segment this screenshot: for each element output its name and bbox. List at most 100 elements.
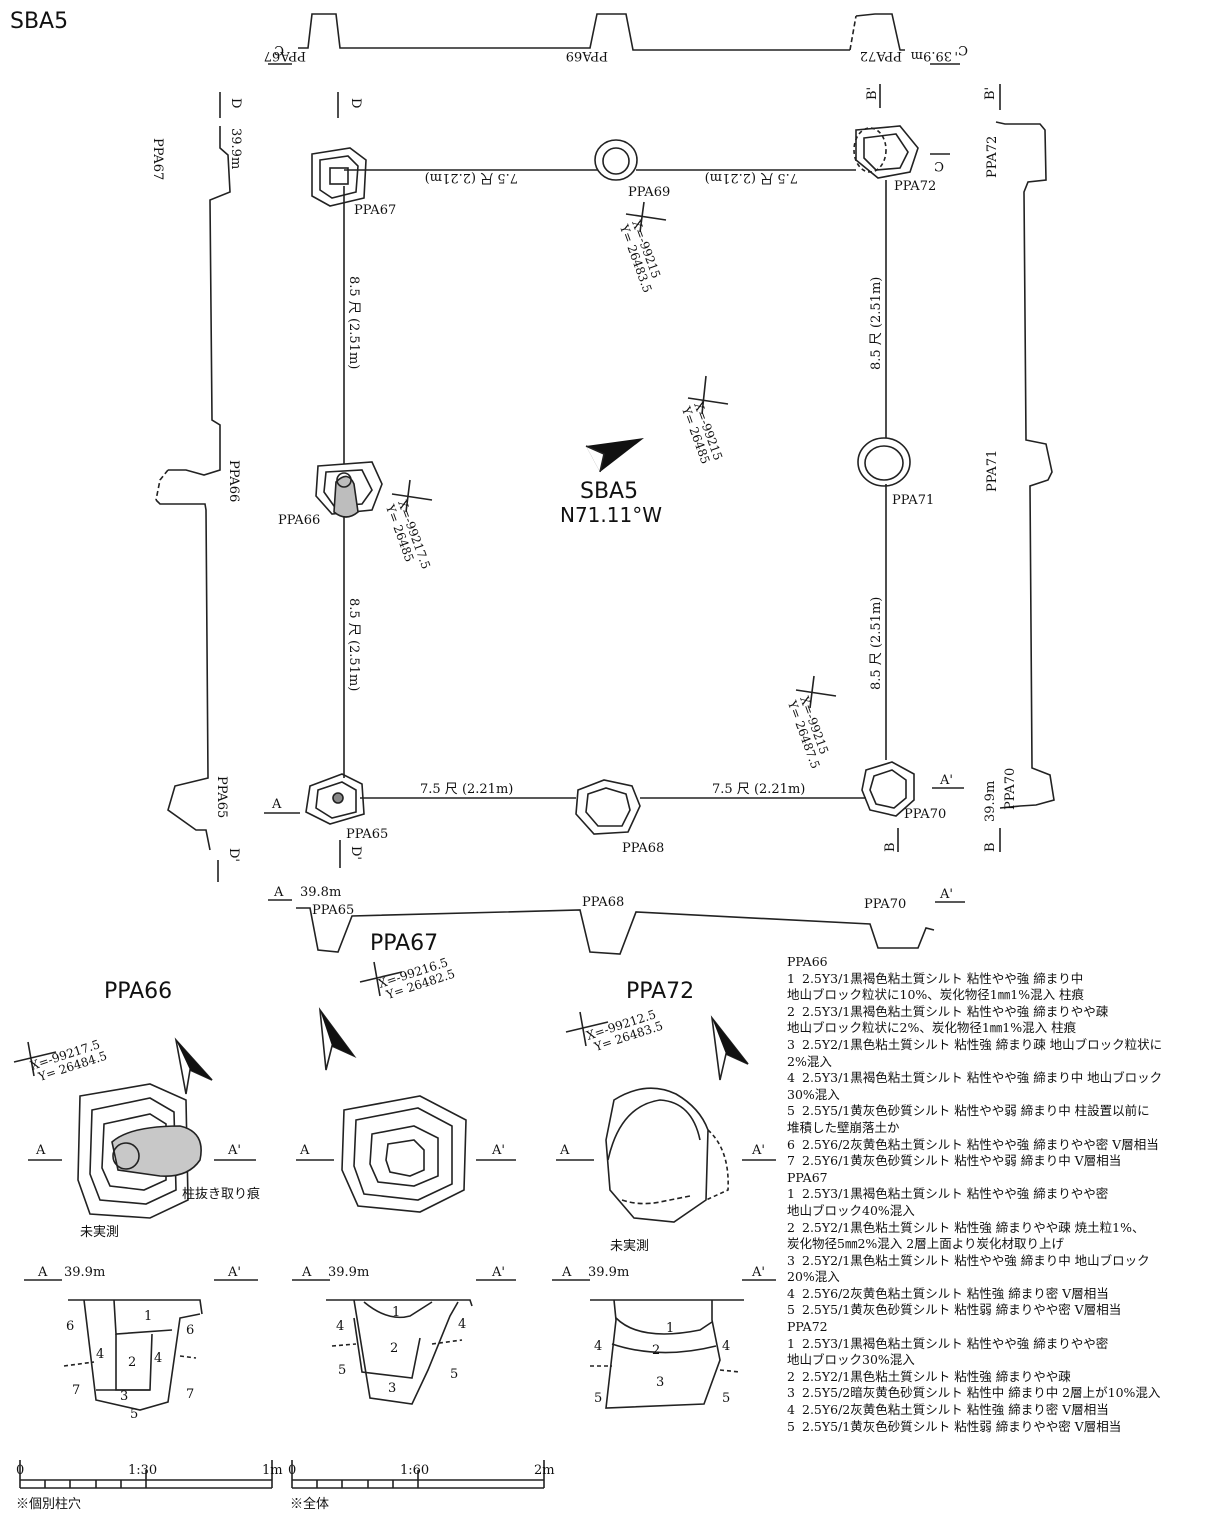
figure-title: SBA5 (10, 9, 68, 34)
label-c-top: C (274, 42, 284, 57)
coord-marker-2: X=-99215 Y= 26485 (679, 375, 729, 466)
detail-ppa66: PPA66 X=-99217.5 Y= 26484.5 A A' 柱抜き取り痕 … (13, 979, 260, 1422)
span-top-right: 7.5 尺 (2.21m) (705, 170, 798, 185)
detail-ppa66-a: A (35, 1143, 46, 1158)
sec-ppa67-layer-5b: 5 (450, 1367, 458, 1382)
detail-ppa67: PPA67 X=-99216.5 Y= 26482.5 A A' A 39.9m… (292, 931, 516, 1405)
detail-ppa67-title: PPA67 (370, 931, 438, 956)
legend-item-continuation: 30%混入 (787, 1086, 840, 1102)
label-d2-inner: D' (348, 846, 363, 860)
legend-group-title: PPA67 (787, 1169, 828, 1185)
scale2-start: 0 (288, 1463, 296, 1478)
label-ppa65-bottom: PPA65 (312, 903, 354, 918)
sec-ppa66-layer-5: 5 (130, 1407, 138, 1422)
north-arrow-main (585, 438, 644, 473)
elev-c-top: 39.9m (911, 48, 952, 63)
legend-item-number: 1 (787, 1186, 795, 1202)
label-ppa71-right: PPA71 (985, 450, 1000, 492)
legend-item-number: 7 (787, 1153, 795, 1169)
elev-b-right: 39.9m (983, 781, 998, 822)
legend-item-number: 5 (787, 1302, 795, 1318)
detail-ppa72-note1: 未実測 (610, 1238, 649, 1254)
coord-marker-4: X=-99215 Y= 26487.5 (785, 675, 837, 771)
label-ppa66-left: PPA66 (226, 460, 241, 502)
sec-ppa67-layer-5: 5 (338, 1363, 346, 1378)
posthole-ppa67 (311, 147, 367, 207)
detail-ppa66-a2: A' (227, 1143, 241, 1158)
legend-item-text: 2.5Y6/1黄灰色砂質シルト 粘性やや弱 締まり中 Ⅴ層相当 (802, 1153, 1122, 1169)
sec-ppa66-layer-2: 2 (128, 1355, 136, 1370)
plan-label-ppa65: PPA65 (346, 827, 388, 842)
legend-item-text: 2.5Y2/1黒色粘土質シルト 粘性強 締まり疎 地山ブロック粒状に (802, 1036, 1163, 1052)
legend-item-number: 2 (787, 1219, 795, 1235)
legend-item-number: 1 (787, 970, 795, 986)
detail-ppa66-note2: 未実測 (80, 1224, 119, 1240)
legend-item-text: 2.5Y2/1黒色粘土質シルト 粘性強 締まりやや疎 焼土粒1%、 (802, 1219, 1145, 1235)
plan-label-ppa71: PPA71 (892, 493, 934, 508)
legend-item-number: 1 (787, 1335, 795, 1351)
legend-item-number: 4 (787, 1402, 795, 1418)
legend-item-continuation: 地山ブロック粒状に2%、炭化物径1㎜1%混入 柱痕 (787, 1020, 1077, 1036)
label-c-inner: C (934, 158, 944, 173)
legend-item-number: 3 (787, 1385, 795, 1401)
coord-marker-3: X=-99217.5 Y= 26485 (383, 479, 433, 571)
posthole-ppa70 (861, 761, 915, 817)
scale1-start: 0 (16, 1463, 24, 1478)
legend-item-continuation: 2%混入 (787, 1053, 832, 1069)
sec-ppa67-layer-2: 2 (390, 1341, 398, 1356)
label-b2-right: B' (983, 87, 998, 100)
label-ppa65-left: PPA65 (214, 776, 229, 818)
span-top-left: 7.5 尺 (2.21m) (425, 170, 518, 185)
plan-label-ppa66: PPA66 (278, 513, 320, 528)
label-a-plan: A (271, 797, 282, 812)
scale1-ratio: 1:30 (128, 1463, 157, 1478)
legend-item-continuation: 地山ブロック40%混入 (787, 1202, 915, 1218)
legend-item: 2 2.5Y2/1黒色粘土質シルト 粘性強 締まりやや疎 焼土粒1%、 (787, 1220, 1227, 1237)
sec-ppa67-layer-4: 4 (336, 1319, 344, 1334)
label-ppa72-right: PPA72 (985, 136, 1000, 178)
span-left-lower: 8.5 尺 (2.51m) (346, 598, 361, 691)
legend-item-number: 5 (787, 1418, 795, 1434)
legend-item-continuation: 地山ブロック粒状に10%、炭化物径1㎜1%混入 柱痕 (787, 987, 1085, 1003)
legend-item-number: 2 (787, 1368, 795, 1384)
sec-ppa66-layer-6: 6 (66, 1319, 74, 1334)
span-bottom-left: 7.5 尺 (2.21m) (420, 782, 513, 797)
legend-item-text: 2.5Y2/1黒色粘土質シルト 粘性やや強 締まり中 地山ブロック (802, 1252, 1150, 1268)
sec-ppa72-layer-1: 1 (666, 1321, 674, 1336)
plan-label-ppa68: PPA68 (622, 841, 664, 856)
posthole-ppa71 (857, 437, 911, 487)
plan-label-ppa72: PPA72 (894, 179, 936, 194)
label-b-right: B (983, 842, 998, 852)
profile-d: D 39.9m PPA67 PPA66 PPA65 D' D D' (150, 92, 363, 882)
detail-ppa72-a: A (559, 1143, 570, 1158)
scale1-end: 1m (262, 1463, 283, 1478)
sec-ppa67-elev: 39.9m (328, 1265, 369, 1280)
posthole-ppa66 (315, 461, 383, 518)
label-ppa70-right: PPA70 (1003, 768, 1018, 810)
scale-bar-1-30: 0 1:30 1m ※個別柱穴 (16, 1460, 283, 1512)
coord-marker-1: X=-99215 Y= 26483.5 (617, 201, 667, 295)
span-bottom-right: 7.5 尺 (2.21m) (712, 782, 805, 797)
sec-ppa67-layer-1: 1 (392, 1305, 400, 1320)
label-ppa68-bottom: PPA68 (582, 895, 624, 910)
span-right-lower: 8.5 尺 (2.51m) (869, 597, 884, 690)
elev-d-left: 39.9m (228, 128, 243, 169)
detail-ppa66-note1: 柱抜き取り痕 (182, 1186, 260, 1202)
sec-ppa72-layer-4: 4 (594, 1339, 602, 1354)
label-d-inner: D (348, 98, 363, 108)
legend-item-number: 5 (787, 1103, 795, 1119)
profile-a: A 39.8m PPA65 PPA68 PPA70 A' A A' (264, 773, 965, 955)
sec-ppa66-a2: A' (227, 1265, 241, 1280)
sec-ppa66-layer-4b: 4 (154, 1351, 162, 1366)
plan-label-ppa69: PPA69 (628, 185, 670, 200)
sec-ppa66-layer-7b: 7 (186, 1387, 194, 1402)
sec-ppa72-a: A (561, 1265, 572, 1280)
